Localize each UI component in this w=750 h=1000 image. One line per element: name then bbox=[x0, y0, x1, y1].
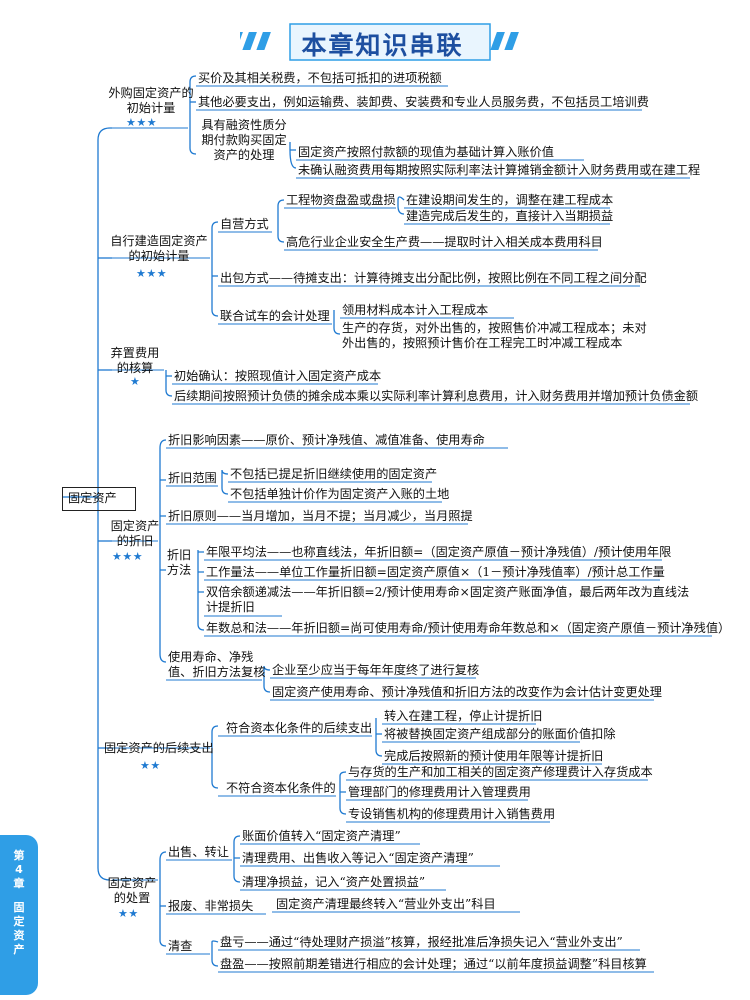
sec5-noncap-a: 与存货的生产和加工相关的固定资产修理费计入存货成本 bbox=[348, 765, 653, 779]
sec3-a: 初始确认：按照现值计入固定资产成本 bbox=[174, 369, 382, 383]
sec3-b: 后续期间按照预计负债的摊余成本乘以实际利率计算利息费用，计入财务费用并增加预计负… bbox=[174, 389, 699, 403]
sec5-label: 固定资产的后续支出 bbox=[104, 741, 214, 755]
sec5-noncap: 不符合资本化条件的 bbox=[226, 781, 336, 795]
sec6-scrap-a: 固定资产清理最终转入“营业外支出”科目 bbox=[276, 897, 496, 911]
sec5-noncap-c: 专设销售机构的修理费用计入销售费用 bbox=[348, 807, 556, 821]
chapter-side-tab: 第4章 固定资产 bbox=[0, 835, 38, 995]
sec6-scrap: 报废、非常损失 bbox=[168, 899, 254, 913]
sec1-line2: 其他必要支出，例如运输费、装卸费、安装费和专业人员服务费，不包括员工培训费 bbox=[198, 95, 649, 109]
sec2-trial-a: 领用材料成本计入工程成本 bbox=[342, 303, 489, 317]
sec5-stars: ★★ bbox=[140, 759, 161, 772]
sec4-stars: ★★★ bbox=[112, 550, 144, 563]
sec4-principle: 折旧原则——当月增加，当月不提；当月减少，当月照提 bbox=[168, 509, 473, 523]
sec6-label: 固定资产的处置 bbox=[107, 876, 157, 905]
chapter-name: 固定资产 bbox=[13, 901, 25, 956]
root-node: 固定资产 bbox=[68, 491, 117, 505]
sec5-cap-c: 完成后按照新的预计使用年限等计提折旧 bbox=[384, 749, 604, 763]
sec4-review-a: 企业至少应当于每年年度终了进行复核 bbox=[272, 663, 480, 677]
sec2-stars: ★★★ bbox=[136, 267, 168, 280]
sec4-label: 固定资产的折旧 bbox=[110, 519, 160, 548]
sec2-trial: 联合试车的会计处理 bbox=[220, 309, 330, 323]
title-banner-decoration-icon bbox=[240, 23, 519, 61]
sec4-factors: 折旧影响因素——原价、预计净残值、减值准备、使用寿命 bbox=[168, 433, 485, 447]
sec4-review-b: 固定资产使用寿命、预计净残值和折旧方法的改变作为会计估计变更处理 bbox=[272, 685, 662, 699]
sec6-count-b: 盘盈——按照前期差错进行相应的会计处理；通过“以前年度损益调整”科目核算 bbox=[220, 957, 647, 971]
sec4-scope-a: 不包括已提足折旧继续使用的固定资产 bbox=[230, 467, 438, 481]
chapter-number: 第4章 bbox=[13, 849, 25, 890]
sec2-safety: 高危行业企业安全生产费——提取时计入相关成本费用科目 bbox=[286, 235, 603, 249]
sec2-loss-a: 在建设期间发生的，调整在建工程成本 bbox=[406, 193, 614, 207]
sec2-label: 自行建造固定资产的初始计量 bbox=[110, 234, 208, 263]
sec4-method: 折旧方法 bbox=[166, 548, 192, 577]
sec2-self: 自营方式 bbox=[220, 217, 269, 231]
sec4-review: 使用寿命、净残值、折旧方法复核 bbox=[168, 650, 266, 679]
sec4-m4: 年数总和法——年折旧额=尚可使用寿命/预计使用寿命年数总和×（固定资产原值－预计… bbox=[206, 621, 731, 635]
sec1-line1: 买价及其相关税费，不包括可抵扣的进项税额 bbox=[198, 71, 442, 85]
sec6-sale-a: 账面价值转入“固定资产清理” bbox=[242, 829, 401, 843]
sec6-sale-b: 清理费用、出售收入等记入“固定资产清理” bbox=[242, 851, 474, 865]
title-banner: 本章知识串联 bbox=[240, 18, 525, 66]
sec1-label: 外购固定资产的初始计量 bbox=[108, 86, 194, 115]
sec6-sale: 出售、转让 bbox=[168, 845, 229, 859]
sec2-loss-b: 建造完成后发生的，直接计入当期损益 bbox=[406, 209, 614, 223]
sec6-sale-c: 清理净损益，记入“资产处置损益” bbox=[242, 875, 426, 889]
sec1-line3a: 固定资产按照付款额的现值为基础计算入账价值 bbox=[298, 145, 554, 159]
sec2-outsource: 出包方式——待摊支出：计算待摊支出分配比例，按照比例在不同工程之间分配 bbox=[220, 271, 647, 285]
sec4-m3: 双倍余额递减法——年折旧额=2/预计使用寿命×固定资产账面净值，最后两年改为直线… bbox=[206, 585, 690, 614]
sec4-scope-b: 不包括单独计价作为固定资产入账的土地 bbox=[230, 487, 450, 501]
sec5-cap-a: 转入在建工程，停止计提折旧 bbox=[384, 709, 543, 723]
sec3-stars: ★ bbox=[130, 375, 141, 388]
sec6-count-a: 盘亏——通过“待处理财产损溢”核算，报经批准后净损失记入“营业外支出” bbox=[220, 935, 623, 949]
sec5-cap: 符合资本化条件的后续支出 bbox=[226, 721, 373, 735]
root-node-box bbox=[62, 487, 136, 511]
page-title: 本章知识串联 bbox=[301, 31, 464, 60]
sec5-cap-b: 将被替换固定资产组成部分的账面价值扣除 bbox=[384, 727, 616, 741]
sec5-noncap-b: 管理部门的修理费用计入管理费用 bbox=[348, 785, 531, 799]
sec1-stars: ★★★ bbox=[126, 116, 158, 129]
sec2-trial-b: 生产的存货，对外出售的，按照售价冲减工程成本；未对外出售的，按照预计售价在工程完… bbox=[342, 321, 647, 350]
sec1-line3: 具有融资性质分期付款购买固定资产的处理 bbox=[201, 118, 287, 162]
sec6-stars: ★★ bbox=[118, 907, 139, 920]
sec4-m1: 年限平均法——也称直线法，年折旧额=（固定资产原值－预计净残值）/预计使用年限 bbox=[206, 545, 672, 559]
sec1-line3b: 未确认融资费用每期按照实际利率法计算摊销金额计入财务费用或在建工程 bbox=[298, 163, 701, 177]
sec2-loss: 工程物资盘盈或盘损 bbox=[286, 193, 396, 207]
sec4-scope: 折旧范围 bbox=[168, 471, 217, 485]
sec4-m2: 工作量法——单位工作量折旧额=固定资产原值×（1－预计净残值率）/预计总工作量 bbox=[206, 565, 665, 579]
sec3-label: 弃置费用的核算 bbox=[110, 346, 160, 375]
sec6-count: 清查 bbox=[168, 939, 193, 953]
